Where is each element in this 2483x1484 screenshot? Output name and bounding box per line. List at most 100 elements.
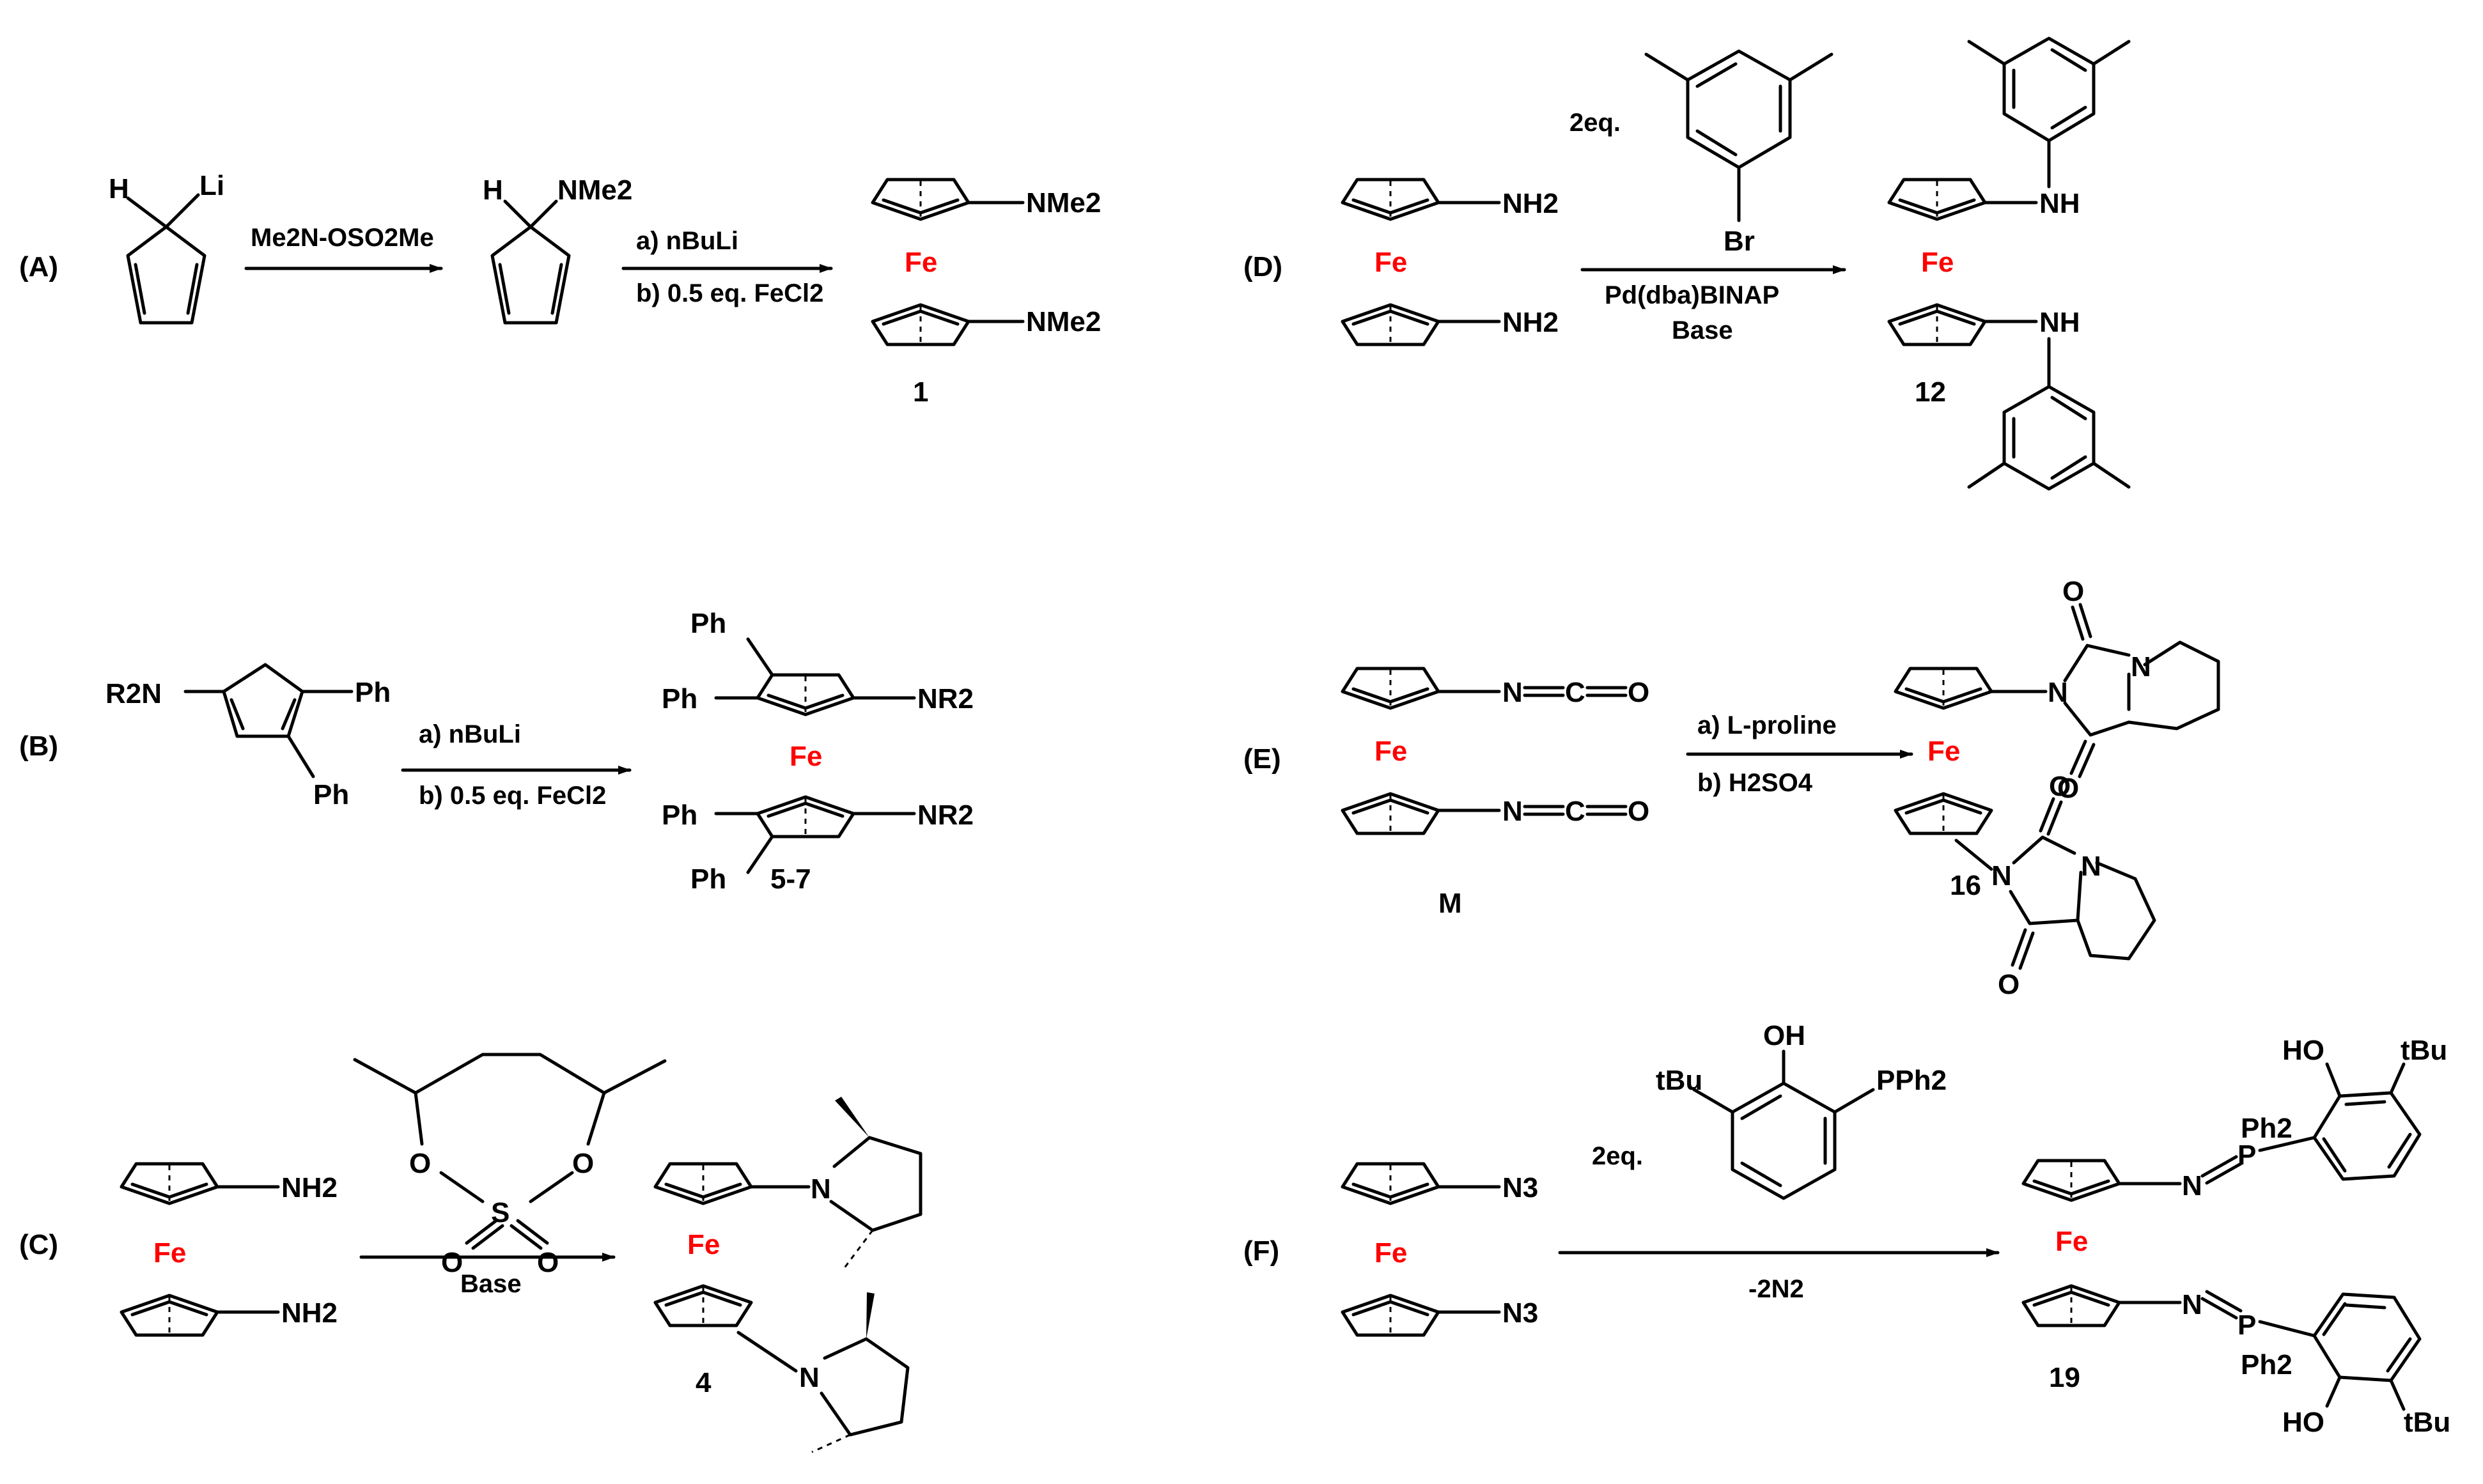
panel-a-intermediate-ring — [490, 199, 571, 325]
panel-d-label: (D) — [1243, 251, 1282, 282]
panel-a-inter-h: H — [483, 174, 503, 206]
panel-f-iron: Fe — [1374, 1237, 1407, 1269]
panel-f-cond-below: -2N2 — [1748, 1275, 1804, 1303]
panel-a-step-b: b) 0.5 eq. FeCl2 — [636, 279, 823, 307]
panel-e-start-c-top: C — [1565, 677, 1585, 708]
panel-b-product-ph-2: Ph — [690, 608, 726, 639]
panel-f-cp-top-product — [2023, 1161, 2119, 1200]
panel-f-product-ph2-bottom: Ph2 — [2241, 1349, 2292, 1380]
panel-d-iron: Fe — [1374, 247, 1407, 278]
panel-a-cp-bottom — [873, 305, 969, 344]
panel-f-start-group-top: N3 — [1502, 1172, 1538, 1203]
panel-c-product-n-bottom: N — [799, 1362, 820, 1393]
panel-a-start-li: Li — [199, 170, 224, 201]
panel-e-cp-top-product — [1895, 669, 1991, 708]
panel-d-reagent-arene — [1644, 49, 1833, 222]
panel-d-cp-top-product — [1889, 180, 1985, 219]
panel-c-reagent-o-2: O — [572, 1148, 594, 1179]
panel-b: (B) R2N Ph Ph a) nBuLi b) 0.5 eq. FeCl2 … — [19, 608, 974, 895]
panel-f: (F) N3 N3 Fe OH tBu PPh2 2eq. -2N2 Fe N … — [1243, 1020, 2450, 1438]
panel-d-cp-bottom — [1343, 305, 1438, 344]
panel-c: (C) NH2 NH2 Fe O O S O O Base N — [19, 1053, 922, 1453]
panel-c-cp-bottom — [121, 1295, 217, 1335]
panel-d-product-iron: Fe — [1921, 247, 1954, 278]
panel-b-iron: Fe — [790, 741, 822, 772]
panel-c-label: (C) — [19, 1229, 58, 1260]
panel-b-product-group-bottom: NR2 — [917, 800, 974, 831]
panel-c-iron: Fe — [153, 1237, 186, 1269]
panel-d-reagent-eq: 2eq. — [1569, 109, 1621, 137]
panel-c-cp-bottom-product — [655, 1286, 751, 1326]
panel-c-pyrrolidine-bottom — [811, 1292, 910, 1453]
panel-e-compound: 16 — [1950, 870, 1981, 901]
panel-e-start-n-bottom: N — [1502, 796, 1523, 827]
panel-c-start-group-bottom: NH2 — [281, 1297, 338, 1329]
panel-d-product-arene-top — [1967, 36, 2131, 189]
panel-e-start-compound: M — [1438, 888, 1462, 919]
panel-b-product-group-top: NR2 — [917, 683, 974, 715]
panel-e-product-o-3: O — [2049, 771, 2071, 802]
panel-e-start-o-bottom: O — [1628, 796, 1649, 827]
panel-f-cp-top — [1343, 1164, 1438, 1203]
panel-f-product-p-top: P — [2238, 1140, 2256, 1171]
panel-d-cp-top — [1343, 180, 1438, 219]
panel-e-product-o-1: O — [2062, 576, 2084, 607]
panel-f-product-iron: Fe — [2055, 1226, 2088, 1257]
panel-b-start-ph-1: Ph — [355, 677, 391, 708]
panel-f-product-arene-bottom — [2258, 1292, 2422, 1411]
panel-c-base: Base — [460, 1270, 522, 1298]
panel-e-step-b: b) H2SO4 — [1697, 769, 1813, 797]
panel-c-start-group-top: NH2 — [281, 1172, 338, 1203]
panel-a-reagent: Me2N-OSO2Me — [251, 224, 434, 252]
panel-b-step-b: b) 0.5 eq. FeCl2 — [419, 782, 606, 810]
panel-e-step-a: a) L-proline — [1697, 711, 1837, 739]
panel-b-product-ph-1: Ph — [662, 683, 697, 715]
panel-e-product-iron: Fe — [1927, 736, 1960, 767]
panel-f-product-n-top: N — [2182, 1170, 2202, 1202]
panel-b-compound: 5-7 — [770, 863, 811, 895]
panel-e-start-o-top: O — [1628, 677, 1649, 708]
panel-c-reagent-o-4: O — [537, 1247, 559, 1278]
panel-c-compound: 4 — [696, 1367, 712, 1398]
panel-b-start-ph-2: Ph — [313, 779, 349, 810]
panel-b-cp-bottom — [758, 797, 853, 837]
panel-a-start-h: H — [109, 173, 129, 205]
panel-d-compound: 12 — [1915, 376, 1946, 408]
panel-a-compound: 1 — [913, 376, 928, 408]
panel-d-reagent-br: Br — [1724, 226, 1755, 257]
panel-f-product-p-bottom: P — [2238, 1310, 2256, 1341]
panel-d-cp-bottom-product — [1889, 305, 1985, 344]
panel-b-start-ring — [183, 663, 354, 778]
panel-d-product-nh-top: NH — [2039, 188, 2080, 219]
panel-c-reagent-s: S — [491, 1197, 510, 1228]
panel-f-product-arene-top — [2258, 1062, 2422, 1181]
panel-f-product-ho-top: HO — [2282, 1035, 2324, 1066]
panel-f-product-n-bottom: N — [2182, 1289, 2202, 1320]
panel-c-cp-top-product — [655, 1164, 751, 1203]
panel-a: (A) H Li Me2N-OSO2Me H NMe2 a) nBuLi b) … — [19, 170, 1101, 408]
panel-e-start-c-bottom: C — [1565, 796, 1585, 827]
panel-f-compound: 19 — [2049, 1362, 2080, 1393]
panel-f-reagent-oh: OH — [1763, 1020, 1805, 1051]
panel-e-bicycle-bottom — [2009, 797, 2156, 970]
panel-e-cp-bottom — [1343, 794, 1438, 833]
panel-e-label: (E) — [1243, 743, 1281, 775]
panel-a-start-ring — [126, 193, 206, 325]
panel-c-reagent-o-3: O — [441, 1247, 463, 1278]
panel-d-cond-1: Pd(dba)BINAP — [1605, 281, 1779, 309]
panel-f-product-tbu-bottom: tBu — [2404, 1407, 2450, 1438]
panel-a-label: (A) — [19, 251, 58, 282]
panel-e-product-o-2: O — [2057, 773, 2079, 804]
panel-f-cp-bottom-product — [2023, 1286, 2119, 1326]
panel-d-product-nh-bottom: NH — [2039, 307, 2080, 338]
panel-a-product-group-bottom: NMe2 — [1026, 306, 1101, 337]
panel-e-cp-top — [1343, 669, 1438, 708]
panel-a-step-a: a) nBuLi — [636, 227, 738, 255]
panel-c-reagent-o-1: O — [409, 1148, 431, 1179]
panel-d: (D) NH2 NH2 Fe 2eq. Br Pd(dba)BINAP Base… — [1243, 36, 2131, 491]
panel-f-product-ph2-top: Ph2 — [2241, 1113, 2292, 1144]
panel-a-cp-top — [873, 180, 969, 219]
panel-b-product-ph-3: Ph — [662, 800, 697, 831]
